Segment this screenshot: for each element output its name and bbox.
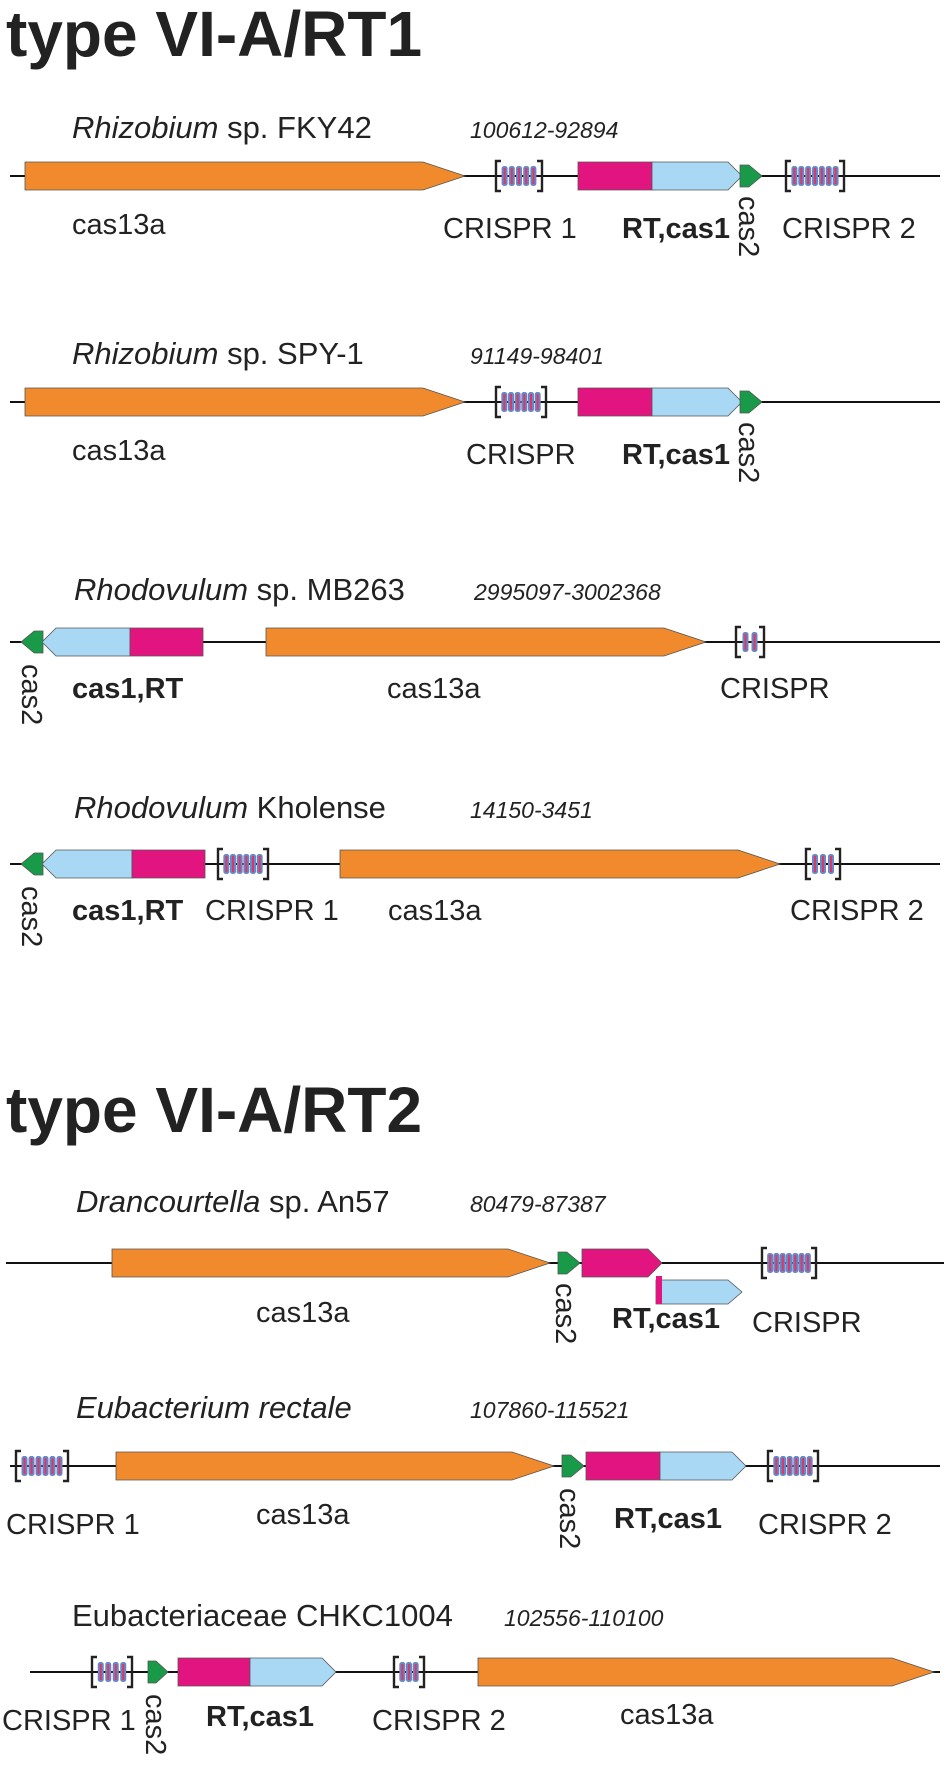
locus-coordinates: 80479-87387	[470, 1191, 607, 1217]
crispr-array	[90, 1655, 134, 1689]
organism-name: Eubacteriaceae CHKC1004	[72, 1598, 453, 1633]
gene-label: CRISPR	[466, 439, 576, 471]
gene-label: CRISPR 2	[782, 213, 916, 245]
locus-rhodovulum-kholense: Rhodovulum Kholense 14150-3451 cas2 cas1…	[10, 790, 940, 947]
cas13a-gene	[24, 387, 467, 417]
rt-gene	[177, 1657, 251, 1687]
gene-label: CRISPR 1	[443, 213, 577, 245]
section-title-rt2: type VI-A/RT2	[6, 1074, 422, 1146]
organism-name: Rhizobium sp. FKY42	[72, 110, 372, 145]
gene-label: RT,cas1	[622, 439, 730, 471]
cas13a-gene	[339, 849, 782, 879]
locus-coordinates: 91149-98401	[470, 343, 604, 369]
cas2-gene	[739, 164, 763, 188]
gene-label-vertical: cas2	[15, 664, 47, 725]
gene-label: cas13a	[72, 209, 166, 241]
organism-name: Rhizobium sp. SPY-1	[72, 336, 364, 371]
cas1-gene	[41, 627, 131, 657]
locus-coordinates: 100612-92894	[470, 117, 618, 143]
crispr-array	[734, 625, 766, 659]
rt-overlap-marker	[656, 1276, 662, 1304]
crispr-array	[494, 159, 544, 193]
cas13a-gene	[477, 1657, 936, 1687]
cas2-gene	[561, 1454, 585, 1478]
cas2-gene	[20, 852, 44, 876]
gene-label: CRISPR	[752, 1307, 862, 1339]
cas1-gene	[249, 1657, 337, 1687]
crispr-array	[784, 159, 846, 193]
rt-gene	[131, 849, 206, 879]
cas1-gene	[41, 849, 133, 879]
crispr-array	[216, 847, 270, 881]
gene-label-vertical: cas2	[732, 422, 764, 483]
gene-label: CRISPR 2	[372, 1705, 506, 1737]
section-title-rt1: type VI-A/RT1	[6, 0, 422, 70]
cas2-gene	[739, 390, 763, 414]
locus-drancourtella-an57: Drancourtella sp. An57 80479-87387 cas13…	[6, 1184, 944, 1344]
rt-gene	[585, 1451, 661, 1481]
cas2-gene	[147, 1660, 169, 1684]
organism-name: Rhodovulum sp. MB263	[74, 572, 405, 607]
rt-gene	[577, 387, 653, 417]
gene-label: cas13a	[620, 1699, 714, 1731]
gene-label: cas13a	[256, 1297, 350, 1329]
gene-label: RT,cas1	[614, 1503, 722, 1535]
locus-rhizobium-spy1: Rhizobium sp. SPY-1 91149-98401 cas13a C…	[10, 336, 940, 483]
cas1-gene	[659, 1451, 747, 1481]
gene-label: cas13a	[72, 435, 166, 467]
cas13a-gene	[24, 161, 467, 191]
cas13a-gene	[265, 627, 708, 657]
rt-gene	[581, 1248, 663, 1278]
rt-gene	[577, 161, 653, 191]
organism-name: Rhodovulum Kholense	[74, 790, 386, 825]
locus-eubacterium-rectale: Eubacterium rectale 107860-115521 CRISPR…	[6, 1390, 940, 1549]
gene-label-vertical: cas2	[549, 1283, 581, 1344]
gene-label-vertical: cas2	[553, 1488, 585, 1549]
rt-gene	[129, 627, 204, 657]
crispr-array	[804, 847, 842, 881]
gene-label: cas13a	[256, 1499, 350, 1531]
cas1-gene	[651, 387, 743, 417]
cas13a-gene	[115, 1451, 556, 1481]
locus-rhodovulum-mb263: Rhodovulum sp. MB263 2995097-3002368 cas…	[10, 572, 940, 725]
gene-label: CRISPR 1	[2, 1705, 136, 1737]
locus-coordinates: 102556-110100	[504, 1605, 664, 1631]
crispr-array	[760, 1246, 818, 1280]
cas2-gene	[20, 630, 44, 654]
crispr-array	[392, 1655, 426, 1689]
locus-rhizobium-fky42: Rhizobium sp. FKY42 100612-92894 cas13a …	[10, 110, 940, 257]
gene-label: cas13a	[388, 895, 482, 927]
cas2-gene	[557, 1251, 581, 1275]
gene-label: CRISPR 2	[758, 1509, 892, 1541]
cas13a-gene	[111, 1248, 552, 1278]
crispr-array	[494, 385, 548, 419]
organism-name: Drancourtella sp. An57	[76, 1184, 390, 1219]
cas1-gene	[655, 1279, 743, 1305]
organism-name: Eubacterium rectale	[76, 1390, 352, 1425]
locus-coordinates: 107860-115521	[470, 1397, 629, 1423]
locus-coordinates: 14150-3451	[470, 797, 593, 823]
gene-label-vertical: cas2	[732, 196, 764, 257]
gene-label-vertical: cas2	[15, 886, 47, 947]
gene-label: cas13a	[387, 673, 481, 705]
gene-label: RT,cas1	[612, 1303, 720, 1335]
gene-label: CRISPR 1	[205, 895, 339, 927]
cas1-gene	[651, 161, 743, 191]
gene-label: CRISPR 2	[790, 895, 924, 927]
crispr-array	[14, 1449, 70, 1483]
locus-coordinates: 2995097-3002368	[473, 579, 661, 605]
crispr-array	[766, 1449, 820, 1483]
gene-label: cas1,RT	[72, 673, 184, 705]
gene-label: CRISPR 1	[6, 1509, 140, 1541]
gene-label: cas1,RT	[72, 895, 184, 927]
gene-label: RT,cas1	[622, 213, 730, 245]
gene-label: RT,cas1	[206, 1701, 314, 1733]
gene-label: CRISPR	[720, 673, 830, 705]
gene-label-vertical: cas2	[139, 1694, 171, 1755]
locus-eubacteriaceae-chkc1004: Eubacteriaceae CHKC1004 102556-110100 CR…	[2, 1598, 940, 1755]
